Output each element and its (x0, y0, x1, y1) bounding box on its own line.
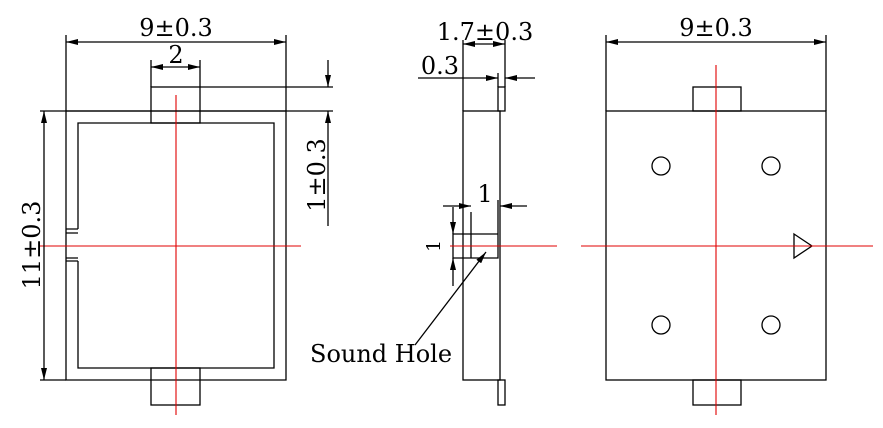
top-plate (497, 86, 506, 112)
sound-hole-label: Sound Hole (310, 340, 452, 368)
bottom-tab (692, 379, 742, 406)
hole-height-label: 1 (423, 240, 445, 252)
hole-width-label: 1 (477, 180, 492, 208)
pin-circle (761, 156, 781, 176)
pin-circle (651, 315, 671, 335)
thickness-label: 1.7±0.3 (437, 18, 533, 46)
height-dimension-label: 11±0.3 (18, 201, 46, 290)
width-dimension-label: 9±0.3 (139, 14, 213, 42)
bottom-plate (497, 379, 506, 406)
width-dimension-label: 9±0.3 (679, 14, 753, 42)
top-tab (692, 86, 742, 112)
side-view: 1.7±0.3 0.3 1 1 Sound Hole (310, 18, 557, 406)
sound-hole (452, 200, 499, 259)
pin-circle (761, 315, 781, 335)
sound-hole-leader (414, 251, 487, 346)
back-view: 9±0.3 (581, 14, 873, 415)
tab-dimension-label: 2 (168, 41, 183, 69)
tab-height-label: 1±0.3 (303, 138, 331, 212)
pin-circle (651, 156, 671, 176)
plate-label: 0.3 (421, 52, 459, 80)
front-view: 9±0.3 2 1±0.3 11±0.3 (18, 14, 333, 415)
